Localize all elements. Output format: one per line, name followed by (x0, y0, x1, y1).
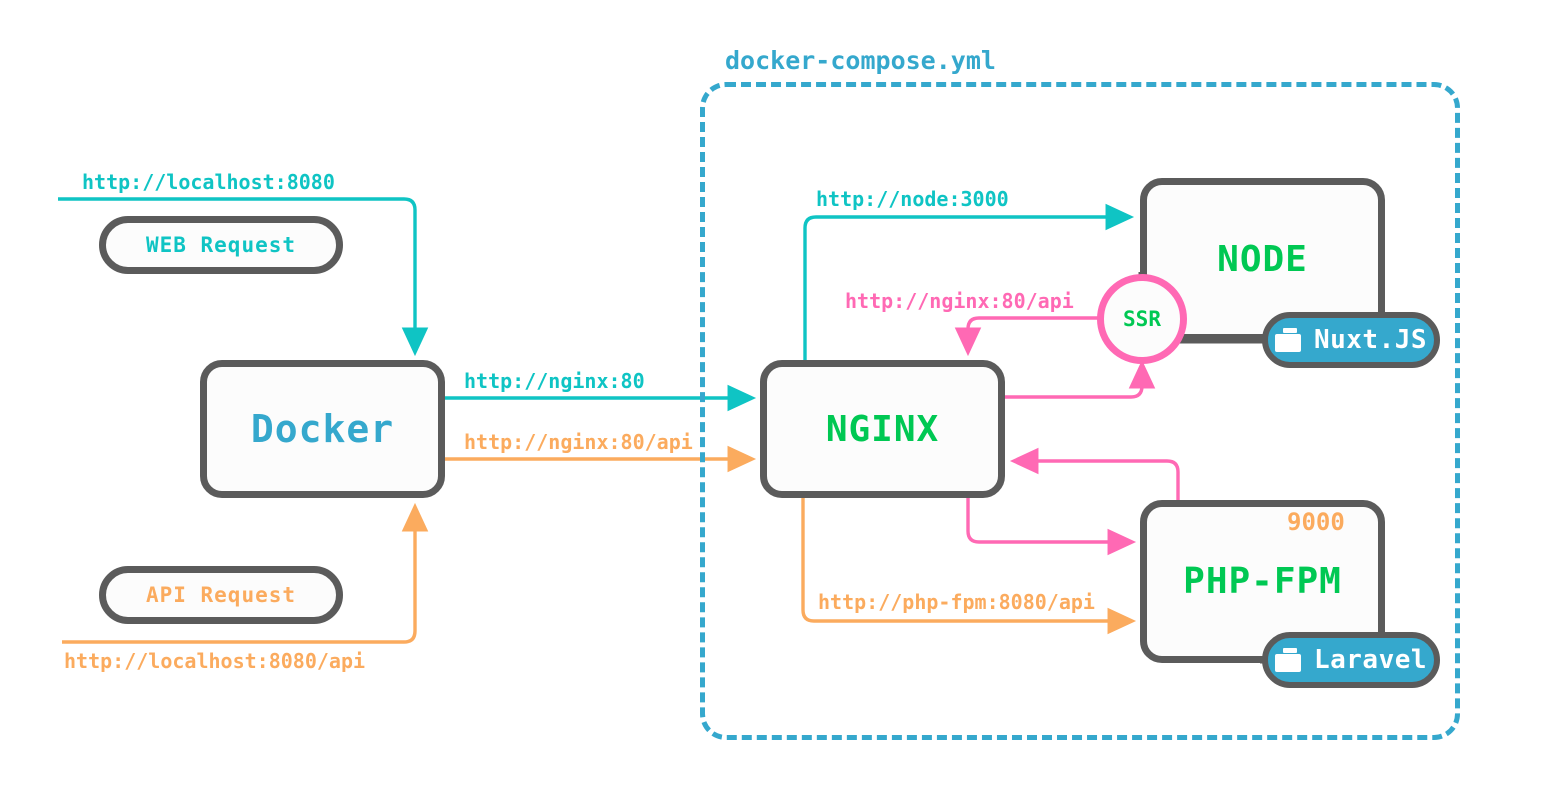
edge-nginx-to-phpfpm-8080-api (801, 498, 1137, 635)
nginx-label: NGINX (825, 408, 940, 450)
edge-localhost-api-to-docker (62, 502, 429, 644)
php-fpm-label: PHP-FPM (1183, 561, 1342, 602)
php-fpm-port-label: 9000 (1287, 508, 1345, 536)
laravel-badge[interactable]: Laravel (1262, 632, 1440, 688)
edge-label-nginx-80-api: http://nginx:80/api (464, 430, 693, 454)
docker-compose-title: docker-compose.yml (725, 46, 996, 75)
edge-label-localhost-api: http://localhost:8080/api (64, 649, 366, 673)
ssr-label: SSR (1123, 307, 1161, 331)
folder-icon (1274, 328, 1301, 352)
edge-label-php-fpm-8080-api: http://php-fpm:8080/api (818, 590, 1095, 614)
api-request-label: API Request (145, 583, 297, 607)
laravel-label: Laravel (1313, 645, 1428, 675)
edge-localhost-to-docker (58, 197, 429, 357)
docker-label: Docker (250, 407, 395, 451)
folder-icon (1274, 648, 1301, 672)
nginx-box[interactable]: NGINX (760, 360, 1005, 498)
ssr-circle[interactable]: SSR (1097, 274, 1187, 364)
api-request-pill[interactable]: API Request (99, 566, 343, 624)
edge-ssr-to-nginx-api (954, 316, 1100, 357)
web-request-label: WEB Request (145, 233, 297, 257)
edge-nginx-to-node-3000 (803, 203, 1135, 362)
docker-box[interactable]: Docker (200, 360, 445, 498)
docker-compose-zone (700, 82, 1460, 740)
edge-label-localhost-web: http://localhost:8080 (82, 170, 335, 194)
edge-label-nginx-80-api-ssr: http://nginx:80/api (845, 289, 1074, 313)
edge-nginx-to-phpfpm-pink (966, 498, 1137, 556)
node-label: NODE (1217, 239, 1308, 280)
edge-nginx-to-ssr (1005, 359, 1156, 399)
edge-label-node-3000: http://node:3000 (816, 187, 1009, 211)
web-request-pill[interactable]: WEB Request (99, 216, 343, 274)
nuxtjs-badge[interactable]: Nuxt.JS (1262, 312, 1440, 368)
edge-phpfpm-to-nginx-pink (1009, 447, 1180, 508)
nuxtjs-label: Nuxt.JS (1313, 325, 1428, 355)
edge-label-nginx-80: http://nginx:80 (464, 369, 645, 393)
